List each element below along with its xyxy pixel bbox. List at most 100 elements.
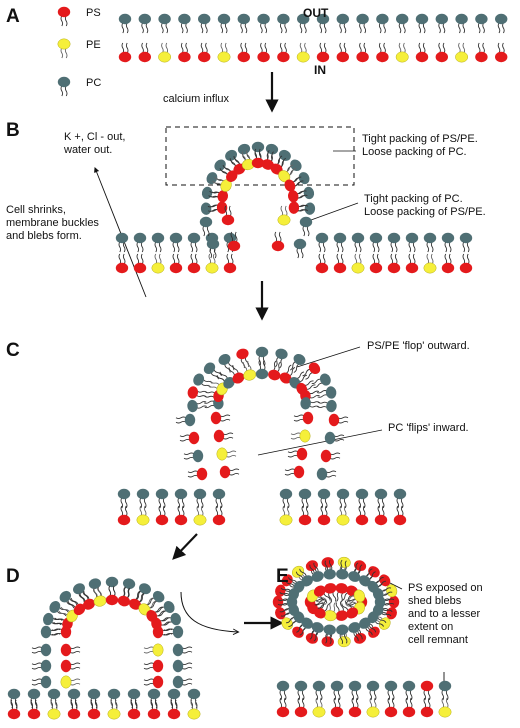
lipid-ps [129, 590, 145, 610]
panel-c-label: C [6, 340, 20, 361]
lipid-pc [336, 559, 349, 580]
lipid-pc [376, 13, 389, 34]
lipid-pc [369, 232, 383, 253]
lipid-pc [324, 431, 345, 445]
lipid-ps [276, 697, 290, 718]
lipid-pc [330, 680, 344, 701]
lipid-pe [187, 699, 201, 720]
lipid-ps [324, 583, 337, 603]
lipid-pe [107, 699, 121, 720]
lipid-pc [217, 13, 231, 34]
lipid-pe [158, 42, 172, 63]
lipid-ps [67, 699, 81, 720]
lipid-ps [393, 505, 407, 526]
lipid-pc [88, 578, 102, 598]
lipid-pc [218, 353, 235, 373]
lipid-pc [40, 625, 61, 639]
lipid-pc [459, 232, 473, 253]
lipid-pc [316, 399, 337, 413]
lipid-ps [420, 697, 434, 718]
lipid-pc [279, 488, 293, 509]
lipid-ps [268, 360, 281, 381]
lipid-ps [251, 148, 265, 169]
lipid-pc [172, 659, 193, 673]
lipid-ps [105, 585, 119, 606]
lipid-ps [133, 253, 147, 274]
lipid-ps [27, 699, 41, 720]
lipid-pc [372, 587, 393, 601]
calcium-influx-label: calcium influx [163, 93, 230, 105]
lipid-pc [300, 397, 321, 410]
lipid-pe [312, 697, 326, 718]
lipid-pc [172, 675, 193, 689]
lipid-pe [395, 42, 409, 63]
lipid-ps [219, 465, 240, 479]
lipid-pc [206, 238, 220, 259]
bleb-shedding-arrow [180, 591, 238, 632]
lipid-pc [31, 643, 52, 657]
lipid-ps [356, 42, 369, 63]
lipid-pc [348, 680, 362, 701]
lipid-pc [47, 688, 61, 709]
lipid-ps [387, 253, 401, 274]
lipid-ps [335, 601, 348, 621]
lipid-pc [67, 688, 81, 709]
lipid-pc [366, 680, 380, 701]
lipid-ps [495, 42, 508, 63]
lipid-pe [455, 42, 469, 63]
leader-flop [296, 346, 361, 368]
lipid-pc [405, 232, 419, 253]
lipid-pc [323, 559, 336, 580]
lipid-ps [152, 625, 173, 639]
lipid-ps [143, 675, 164, 689]
panel-a-label: A [6, 6, 20, 27]
lipid-pe [366, 697, 380, 718]
lipid-pc [255, 346, 269, 367]
tight-pc-label: Tight packing of PC. Loose packing of PS… [364, 193, 486, 218]
lipid-ps [208, 190, 229, 203]
lipid-pe [279, 505, 293, 526]
lipid-ps [187, 253, 201, 274]
lipid-ps [60, 659, 81, 673]
panel-d-label: D [6, 566, 20, 587]
lipid-pc [257, 13, 270, 34]
lipid-pc [127, 688, 141, 709]
lipid-pc [438, 680, 452, 701]
lipid-pc [73, 583, 89, 602]
lipid-ps [279, 364, 296, 384]
lipid-ps [213, 429, 234, 443]
lipid-pc [333, 232, 347, 253]
lipid-pc [277, 13, 290, 34]
lipid-ps [228, 365, 245, 384]
lipid-ps [237, 42, 250, 63]
lipid-pe [47, 699, 61, 720]
lipid-pc [255, 359, 269, 380]
lipid-pc [495, 13, 508, 34]
lipid-pc [387, 232, 401, 253]
lipid-ps [475, 42, 488, 63]
lipid-ps [118, 42, 132, 63]
lipid-pc [355, 488, 369, 509]
lipid-pe [323, 601, 337, 622]
lipid-pe [60, 675, 81, 689]
lipid-pc [172, 643, 193, 657]
lipid-ps [178, 42, 191, 63]
lipid-pc [117, 488, 131, 509]
lipid-pc [105, 576, 119, 597]
lipid-pc [174, 488, 188, 509]
lipid-ps [459, 253, 473, 274]
lipid-pc [311, 373, 331, 389]
lipid-pc [237, 13, 250, 34]
lipid-pc [7, 688, 21, 709]
lipid-ps [317, 505, 331, 526]
lipid-pc [115, 232, 129, 253]
in-label: IN [314, 63, 326, 77]
lipid-pc [384, 680, 398, 701]
lipid-pc [169, 232, 183, 253]
lipid-ps [402, 697, 416, 718]
lipid-pc [178, 13, 191, 34]
panel-e-label: E [276, 566, 289, 587]
lipid-ps [271, 231, 285, 252]
lipid-pc [276, 680, 290, 701]
cell-shrinks-label: Cell shrinks, membrane buckles and blebs… [6, 204, 99, 242]
